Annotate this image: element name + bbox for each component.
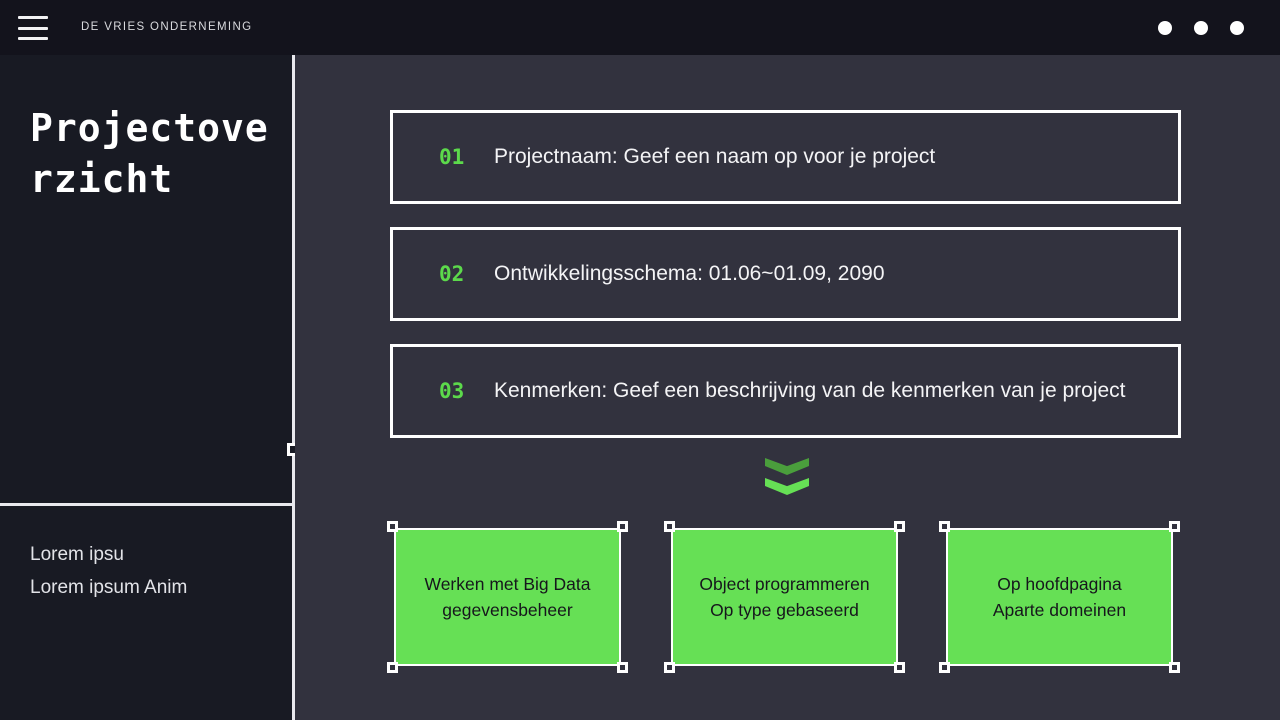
window-dot-2[interactable] bbox=[1194, 21, 1208, 35]
resize-handle-top-left[interactable] bbox=[664, 521, 675, 532]
hamburger-icon[interactable] bbox=[18, 16, 48, 40]
main-content: 01 Projectnaam: Geef een naam op voor je… bbox=[295, 55, 1280, 720]
resize-handle-bottom-left[interactable] bbox=[939, 662, 950, 673]
sidebar-vertical-divider bbox=[292, 55, 295, 720]
card-text: Object programmeren Op type gebaseerd bbox=[691, 571, 877, 624]
row-number: 03 bbox=[439, 379, 465, 403]
chevron-down-icon-upper bbox=[765, 458, 809, 475]
row-number: 01 bbox=[439, 145, 465, 169]
table-row[interactable]: 03 Kenmerken: Geef een beschrijving van … bbox=[390, 344, 1181, 438]
row-label: Kenmerken: Geef een beschrijving van de … bbox=[494, 379, 1126, 402]
window-dot-1[interactable] bbox=[1158, 21, 1172, 35]
sidebar-divider bbox=[0, 503, 292, 506]
sidebar-body-text: Lorem ipsu Lorem ipsum Anim bbox=[30, 539, 280, 604]
window-controls bbox=[1158, 21, 1244, 35]
double-chevron-down-icon bbox=[765, 458, 809, 498]
resize-handle-bottom-left[interactable] bbox=[664, 662, 675, 673]
table-row[interactable]: 01 Projectnaam: Geef een naam op voor je… bbox=[390, 110, 1181, 204]
card-line-1: Werken met Big Data bbox=[424, 573, 591, 594]
project-info-list: 01 Projectnaam: Geef een naam op voor je… bbox=[390, 110, 1181, 461]
resize-handle-bottom-left[interactable] bbox=[387, 662, 398, 673]
card-line-2: Op type gebaseerd bbox=[710, 600, 859, 620]
hamburger-line-2 bbox=[18, 26, 48, 30]
resize-handle-top-left[interactable] bbox=[387, 521, 398, 532]
window-dot-3[interactable] bbox=[1230, 21, 1244, 35]
card-line-1: Op hoofdpagina bbox=[997, 573, 1122, 594]
list-item[interactable]: Op hoofdpagina Aparte domeinen bbox=[939, 521, 1180, 673]
feature-card-group: Werken met Big Data gegevensbeheer Objec… bbox=[387, 521, 1185, 673]
row-label: Projectnaam: Geef een naam op voor je pr… bbox=[494, 145, 936, 168]
card-line-2: Aparte domeinen bbox=[992, 600, 1127, 620]
resize-handle-bottom-right[interactable] bbox=[894, 662, 905, 673]
resize-handle-top-right[interactable] bbox=[617, 521, 628, 532]
table-row[interactable]: 02 Ontwikkelingsschema: 01.06~01.09, 209… bbox=[390, 227, 1181, 321]
card-line-2: gegevensbeheer bbox=[442, 600, 573, 620]
resize-handle-top-right[interactable] bbox=[1169, 521, 1180, 532]
list-item[interactable]: Object programmeren Op type gebaseerd bbox=[664, 521, 905, 673]
top-bar: DE VRIES ONDERNEMING bbox=[0, 0, 1280, 55]
resize-handle-top-left[interactable] bbox=[939, 521, 950, 532]
sidebar-body-line-1: Lorem ipsu bbox=[30, 544, 124, 565]
brand-title: DE VRIES ONDERNEMING bbox=[81, 21, 253, 33]
row-label: Ontwikkelingsschema: 01.06~01.09, 2090 bbox=[494, 262, 885, 285]
resize-handle-top-right[interactable] bbox=[894, 521, 905, 532]
hamburger-line-3 bbox=[18, 37, 48, 40]
row-number: 02 bbox=[439, 262, 465, 286]
chevron-down-icon-lower bbox=[765, 478, 809, 495]
sidebar-panel: Projectoverzicht Lorem ipsu Lorem ipsum … bbox=[0, 55, 292, 720]
resize-handle-bottom-right[interactable] bbox=[617, 662, 628, 673]
card-line-1: Object programmeren bbox=[699, 573, 870, 594]
list-item[interactable]: Werken met Big Data gegevensbeheer bbox=[387, 521, 628, 673]
card-text: Werken met Big Data gegevensbeheer bbox=[417, 571, 599, 624]
page-title: Projectoverzicht bbox=[30, 106, 269, 201]
resize-handle-bottom-right[interactable] bbox=[1169, 662, 1180, 673]
hamburger-line-1 bbox=[18, 16, 48, 19]
card-text: Op hoofdpagina Aparte domeinen bbox=[985, 571, 1134, 624]
sidebar-body-line-2: Lorem ipsum Anim bbox=[30, 576, 188, 598]
